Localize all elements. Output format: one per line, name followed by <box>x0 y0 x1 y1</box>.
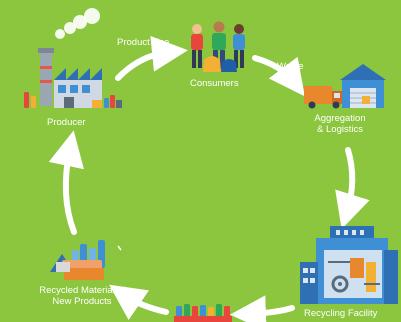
node-label-aggregation: Aggregation & Logistics <box>300 113 380 135</box>
arrow-consumers-to-aggregation <box>252 55 305 97</box>
recycled-products-icon <box>50 240 105 280</box>
arrow-recycled-to-producer <box>48 130 84 235</box>
arrow-bottle-to-recycled <box>109 284 169 321</box>
aggregation-line-2: & Logistics <box>317 124 363 135</box>
node-label-consumers: Consumers <box>190 78 239 89</box>
recycled-line-1: Recycled Materials / <box>39 285 125 296</box>
recycled-line-2: New Products <box>52 296 112 307</box>
edge-label-waste: Waste <box>277 61 304 72</box>
recycling-facility-icon <box>300 226 398 304</box>
arrow-recycling-to-bottle <box>230 295 295 322</box>
edge-label-product-use: Product Use <box>117 37 170 48</box>
aggregation-line-1: Aggregation <box>314 113 366 124</box>
tick-mark <box>117 245 122 251</box>
arrow-aggregation-to-recycling <box>335 147 370 230</box>
node-label-producer: Producer <box>47 117 86 128</box>
truck-warehouse-icon <box>304 64 386 109</box>
factory-icon <box>24 8 122 108</box>
consumers-icon <box>191 21 245 72</box>
node-label-recycling-facility: Recycling Facility <box>304 308 378 319</box>
node-label-recycled: Recycled Materials / New Products <box>28 285 136 307</box>
bottles-crate-icon <box>174 304 232 322</box>
arrow-producer-to-consumers <box>115 35 188 81</box>
